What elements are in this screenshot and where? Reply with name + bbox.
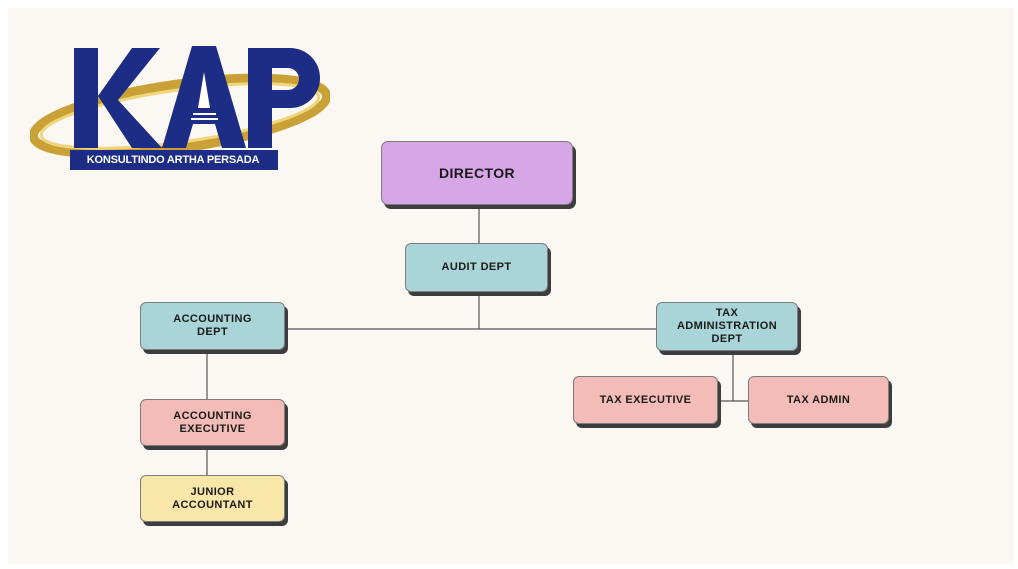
logo-tagline: KONSULTINDO ARTHA PERSADA: [86, 154, 260, 166]
kap-logo: [30, 46, 330, 170]
junior-accountant-label: JUNIOR ACCOUNTANT: [172, 485, 253, 511]
tax-executive-label: TAX EXECUTIVE: [599, 393, 692, 406]
tax-administration-dept-label: TAX ADMINISTRATION DEPT: [676, 307, 778, 345]
junior-accountant-box: JUNIOR ACCOUNTANT: [140, 475, 285, 522]
tax-admin-box: TAX ADMIN: [748, 376, 889, 424]
accounting-dept-label: ACCOUNTING DEPT: [173, 313, 252, 338]
director-label: DIRECTOR: [438, 164, 516, 181]
audit-dept-box: AUDIT DEPT: [405, 243, 548, 292]
accounting-dept-box: ACCOUNTING DEPT: [140, 302, 285, 350]
audit-dept-label: AUDIT DEPT: [441, 261, 512, 273]
tax-admin-label: TAX ADMIN: [786, 393, 851, 406]
accounting-executive-box: ACCOUNTING EXECUTIVE: [140, 399, 285, 446]
tax-executive-box: TAX EXECUTIVE: [573, 376, 718, 424]
tax-administration-dept-box: TAX ADMINISTRATION DEPT: [656, 302, 798, 351]
director-box: DIRECTOR: [381, 141, 573, 205]
accounting-executive-label: ACCOUNTING EXECUTIVE: [173, 409, 252, 435]
